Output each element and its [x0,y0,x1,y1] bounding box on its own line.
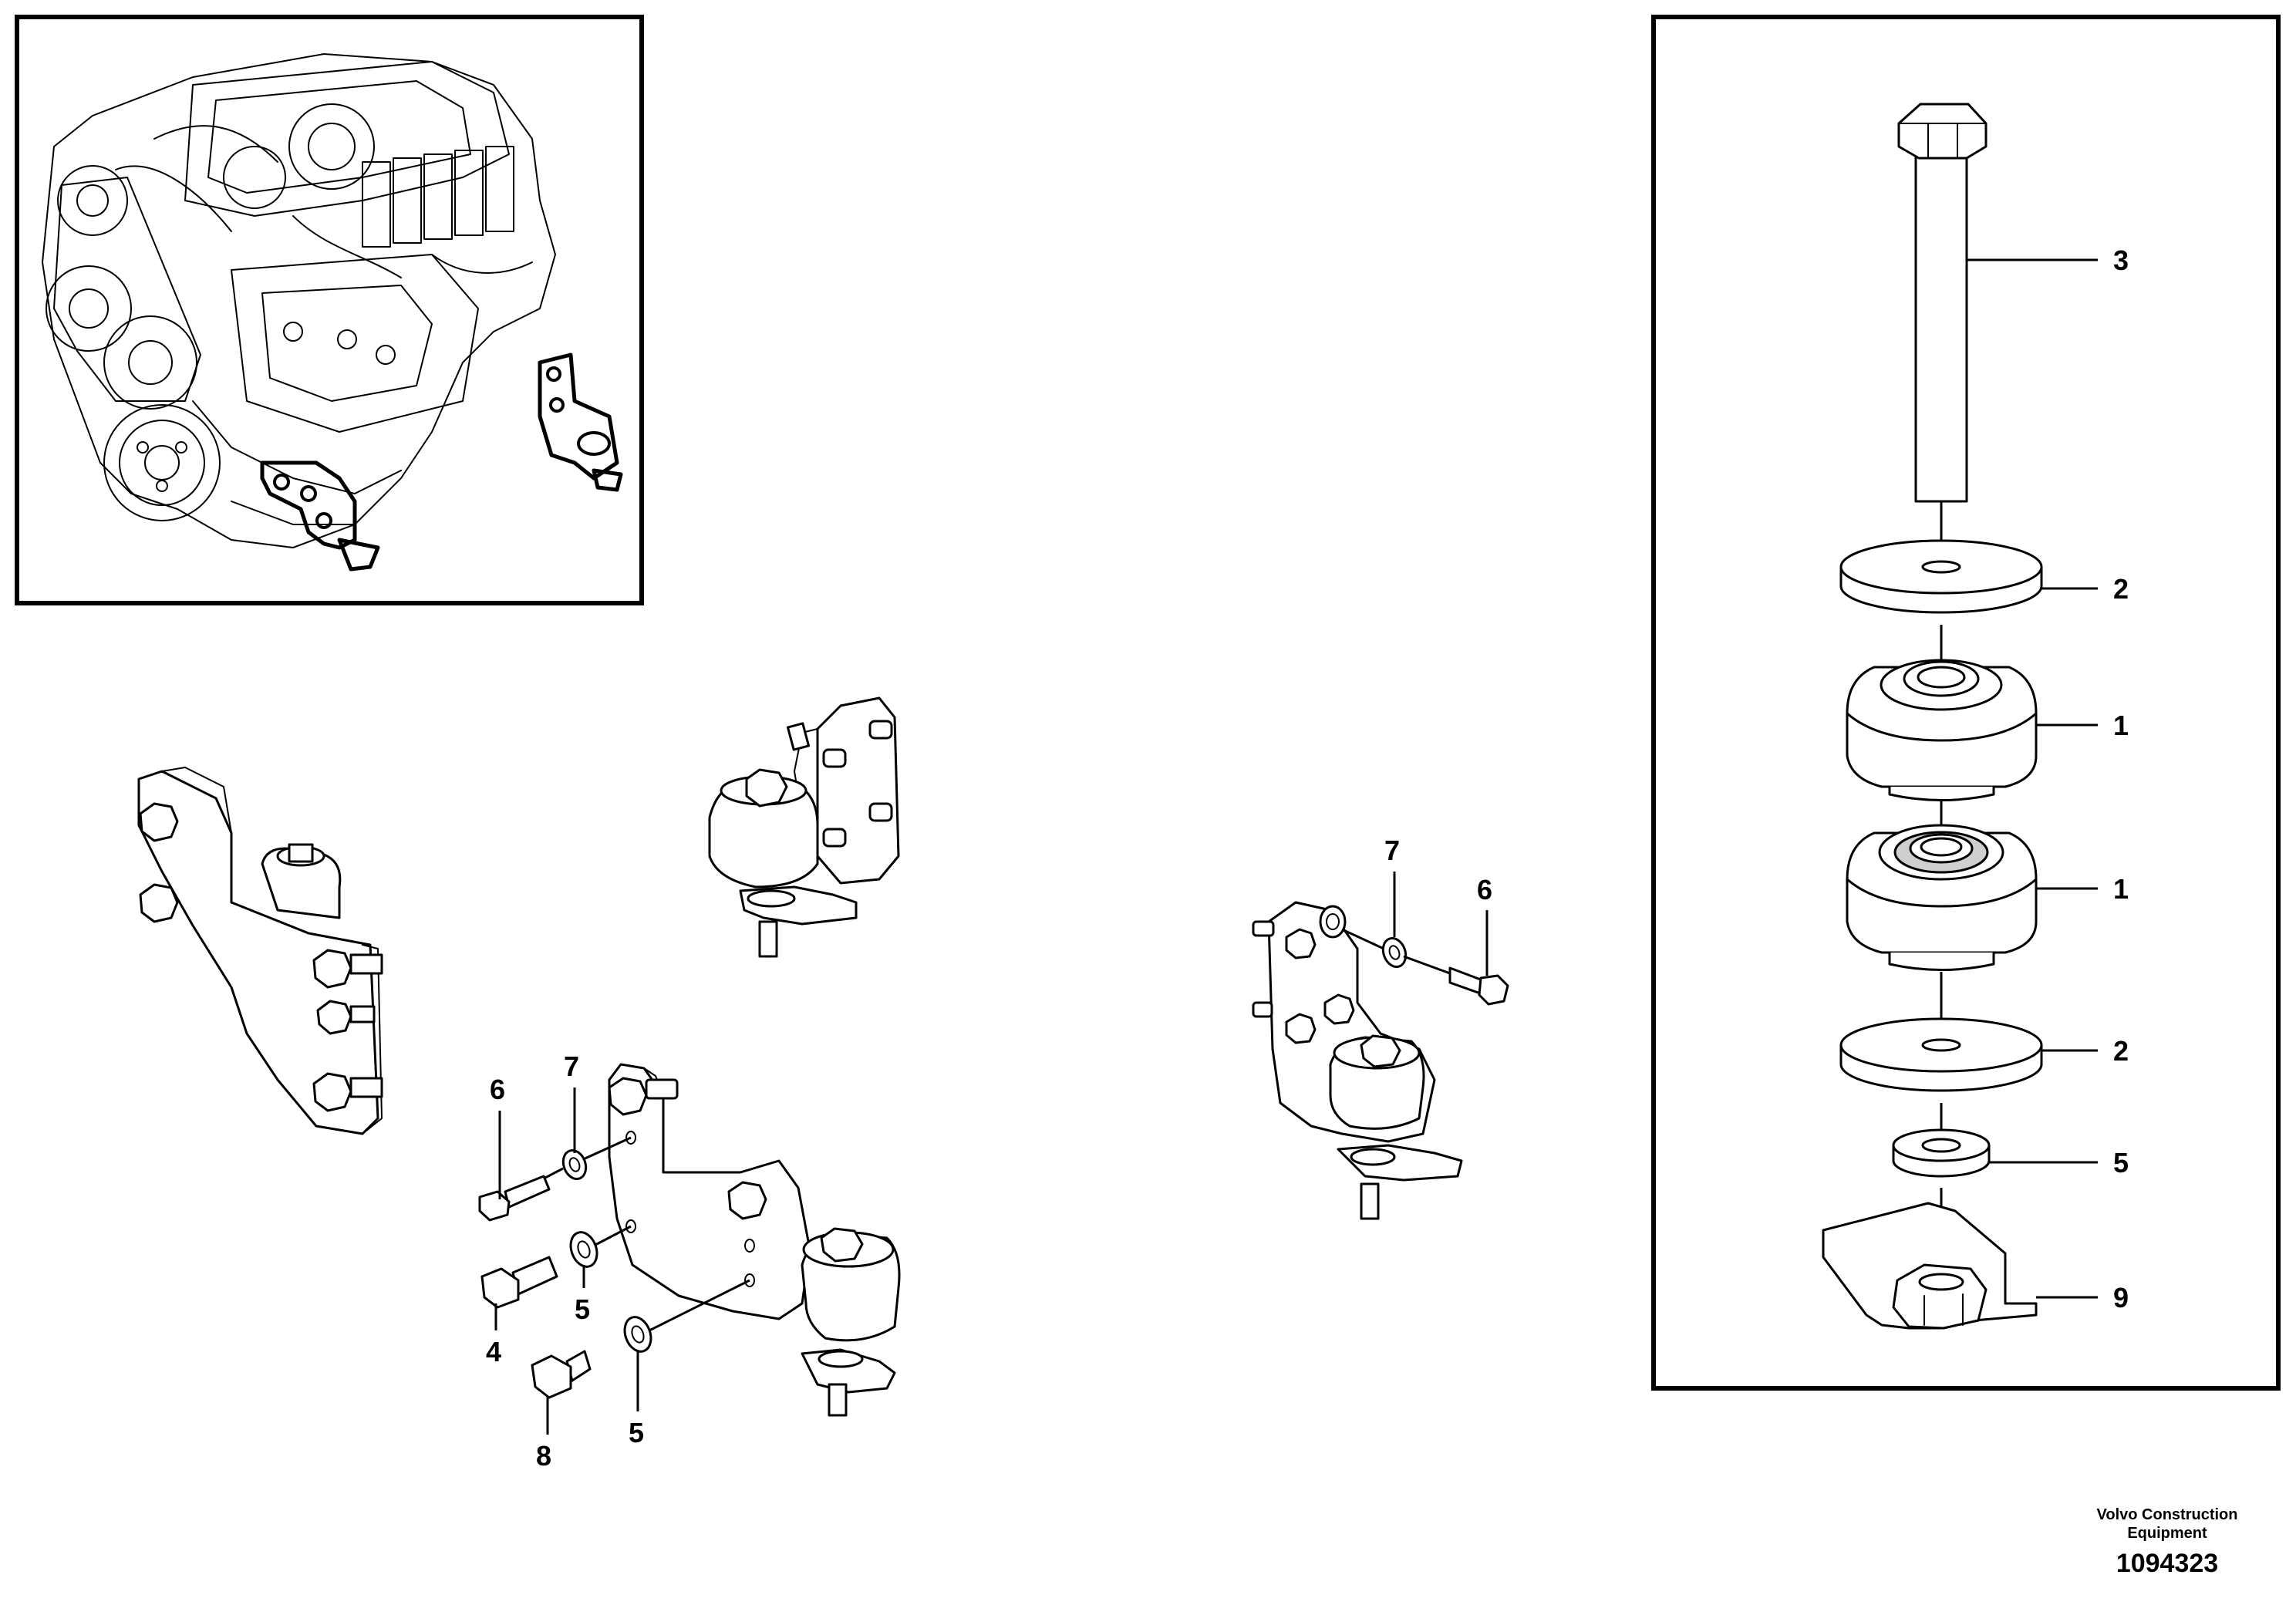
callout-9: 9 [2113,1282,2129,1313]
right-bracket-bolts [1252,920,1355,1044]
callout-5: 5 [2113,1147,2129,1179]
drawing-number: 1094323 [2116,1549,2219,1578]
part-2-washer-lower [1839,1017,2043,1092]
callout-2-upper: 2 [2113,573,2129,605]
front-bracket-bolts [139,802,383,1112]
callout-8: 8 [536,1440,551,1472]
part-2-washer-upper [1839,539,2043,614]
right-bracket-assembly: 7 6 [1252,835,1509,1220]
lower-bracket-holes [625,1131,755,1287]
callout-2-lower: 2 [2113,1035,2129,1067]
callout-6-left: 6 [490,1074,505,1105]
callout-5-lower: 5 [629,1417,644,1448]
callout-1-lower: 1 [2113,873,2129,905]
part-1-rubber-upper [1846,659,2038,801]
upper-mount-assembly [708,696,900,958]
engine-inset-frame [15,15,644,605]
front-bracket-assembly [137,767,383,1135]
callout-4: 4 [486,1336,501,1367]
part-1-rubber-lower [1846,824,2038,971]
publisher-name-line2: Equipment [2127,1525,2207,1542]
callout-7-right: 7 [1384,835,1400,866]
mount-detail-panel: 3 2 1 1 2 5 9 [1651,15,2281,1391]
part-9-lock-plate [1822,1202,2038,1330]
detail-callouts: 3 2 1 1 2 5 9 [1967,244,2129,1313]
callout-3: 3 [2113,244,2129,276]
publisher-block: Volvo Construction Equipment 1094323 [2052,1506,2283,1581]
callout-7-left: 7 [564,1050,579,1082]
right-bracket-loose-parts [1341,928,1509,1006]
lower-bracket-assembly: 6 7 4 5 8 5 [478,1050,901,1472]
callout-6-right: 6 [1477,874,1492,905]
part-5-washer [1892,1128,1991,1178]
callout-1-upper: 1 [2113,710,2129,741]
part-3-bolt [1897,103,1988,503]
lower-bracket-loose-parts [478,1136,750,1399]
engine-overview-inset [15,15,644,605]
publisher-name-line1: Volvo Construction [2096,1506,2238,1523]
detail-frame [1651,15,2281,1391]
engine-illustration [42,53,623,572]
callout-5-middle: 5 [575,1293,590,1325]
upper-mount-studs [786,720,893,848]
